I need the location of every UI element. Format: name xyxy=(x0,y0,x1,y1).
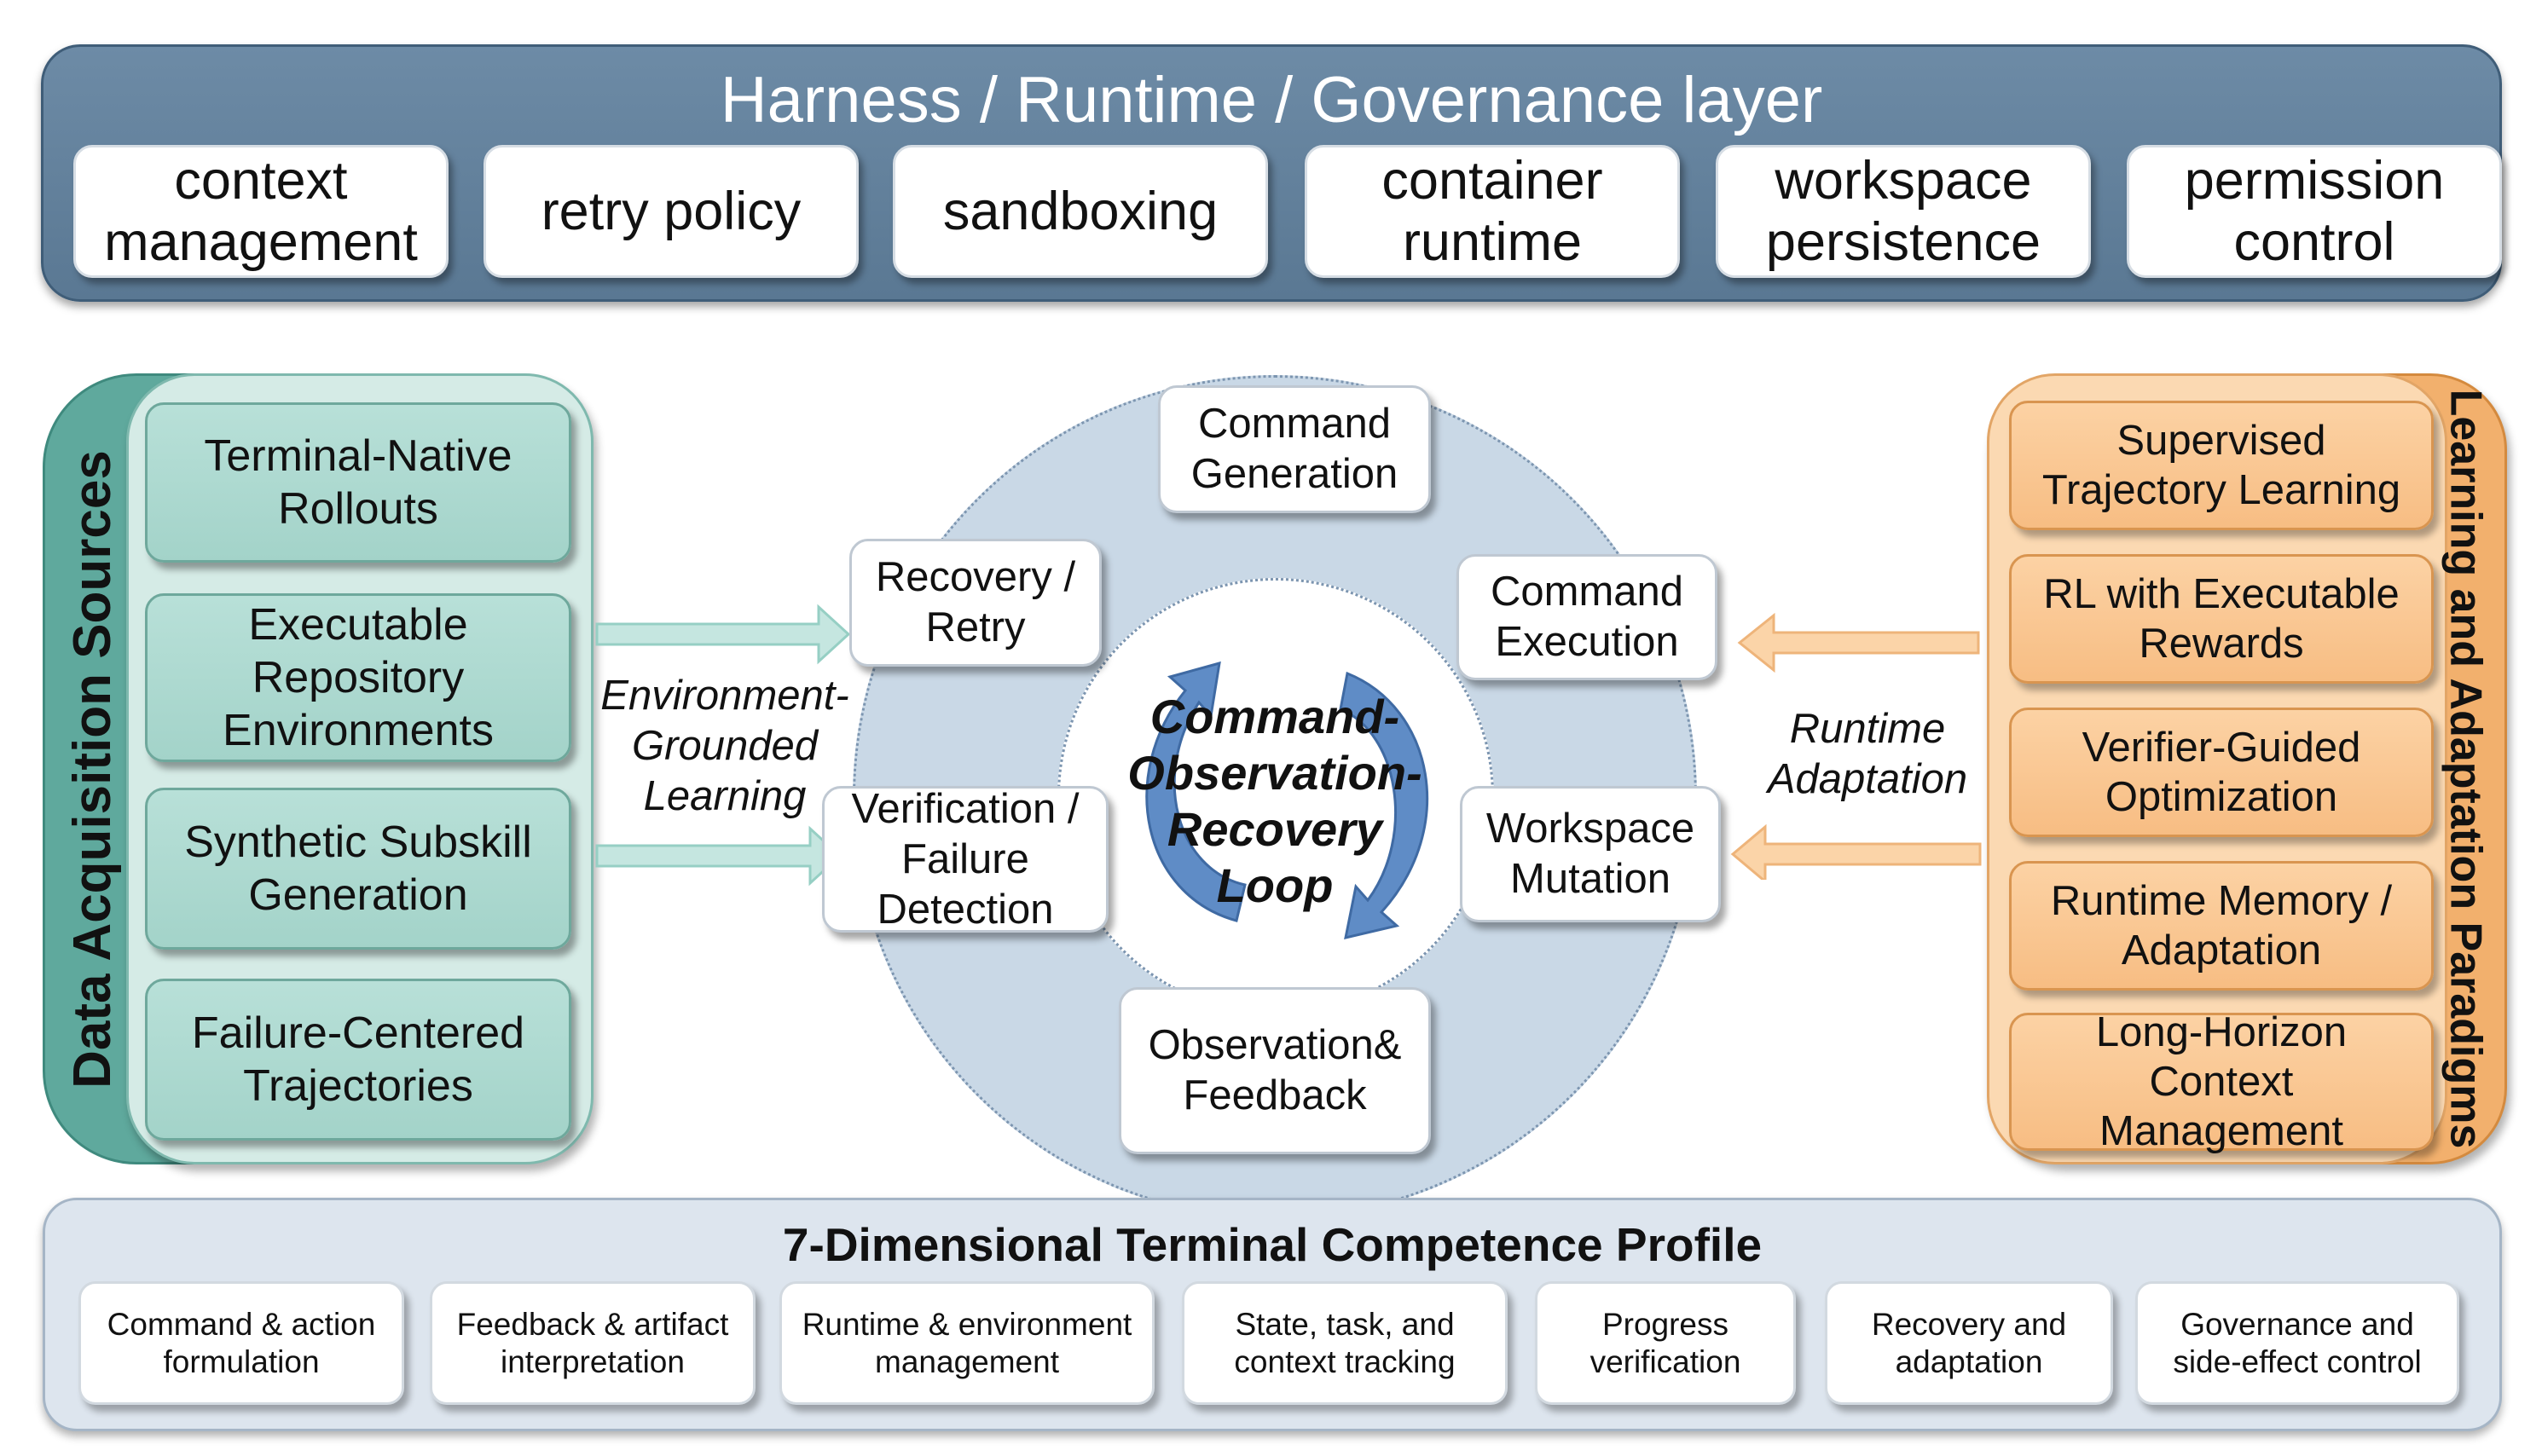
learning-item-runtime-memory-adaptation: Runtime Memory / Adaptation xyxy=(2009,861,2434,991)
loop-node-command-generation: Command Generation xyxy=(1158,385,1431,513)
cycle-arrows xyxy=(1145,661,1429,939)
cycle-arrow-right-icon xyxy=(1339,671,1429,939)
cycle-arrow-left-icon xyxy=(1145,661,1247,922)
competence-item-state-task-context-tracking: State, task, and context tracking xyxy=(1182,1281,1508,1405)
governance-layer-title: Harness / Runtime / Governance layer xyxy=(720,63,1823,136)
competence-profile-title: 7-Dimensional Terminal Competence Profil… xyxy=(782,1218,1763,1271)
right-arrows xyxy=(1730,612,1982,880)
governance-item-permission-control: permission control xyxy=(2127,145,2502,278)
data-source-failure-centered-trajectories: Failure-Centered Trajectories xyxy=(145,979,571,1141)
competence-item-governance-side-effect-control: Governance and side-effect control xyxy=(2135,1281,2459,1405)
governance-item-container-runtime: container runtime xyxy=(1305,145,1680,278)
competence-item-progress-verification: Progress verification xyxy=(1535,1281,1796,1405)
governance-layer-panel xyxy=(41,44,2502,302)
runtime-adaptation-label: Runtime Adaptation xyxy=(1767,706,1968,802)
governance-item-sandboxing: sandboxing xyxy=(893,145,1268,278)
loop-node-command-execution: Command Execution xyxy=(1456,554,1717,680)
loop-center-label: Command- Observation- Recovery Loop xyxy=(1127,690,1422,912)
arrow-right-upper-icon xyxy=(595,604,851,665)
governance-item-workspace-persistence: workspace persistence xyxy=(1716,145,2091,278)
competence-item-command-action-formulation: Command & action formulation xyxy=(78,1281,404,1405)
loop-node-verification-failure-detection: Verification / Failure Detection xyxy=(822,786,1109,933)
learning-item-rl-executable-rewards: RL with Executable Rewards xyxy=(2009,554,2434,684)
arrow-left-upper-icon xyxy=(1737,612,1980,673)
competence-item-runtime-environment-management: Runtime & environment management xyxy=(779,1281,1155,1405)
data-source-terminal-native-rollouts: Terminal-Native Rollouts xyxy=(145,402,571,563)
data-sources-title: Data Acquisition Sources xyxy=(62,449,122,1089)
learning-item-verifier-guided-optimization: Verifier-Guided Optimization xyxy=(2009,708,2434,837)
data-source-executable-repository-environments: Executable Repository Environments xyxy=(145,593,571,762)
governance-item-retry-policy: retry policy xyxy=(484,145,859,278)
loop-node-observation-feedback: Observation& Feedback xyxy=(1119,987,1431,1154)
competence-item-recovery-adaptation: Recovery and adaptation xyxy=(1825,1281,2113,1405)
competence-item-feedback-artifact-interpretation: Feedback & artifact interpretation xyxy=(430,1281,756,1405)
learning-item-supervised-trajectory-learning: Supervised Trajectory Learning xyxy=(2009,401,2434,530)
environment-grounded-learning-label: Environment- Grounded Learning xyxy=(600,672,849,819)
data-source-synthetic-subskill-generation: Synthetic Subskill Generation xyxy=(145,788,571,950)
loop-node-recovery-retry: Recovery / Retry xyxy=(849,539,1102,667)
governance-item-context-management: context management xyxy=(73,145,449,278)
arrow-left-lower-icon xyxy=(1730,823,1982,880)
loop-node-workspace-mutation: Workspace Mutation xyxy=(1460,786,1721,922)
learning-item-long-horizon-context-management: Long-Horizon Context Management xyxy=(2009,1009,2434,1154)
arrow-right-lower-icon xyxy=(595,825,843,887)
